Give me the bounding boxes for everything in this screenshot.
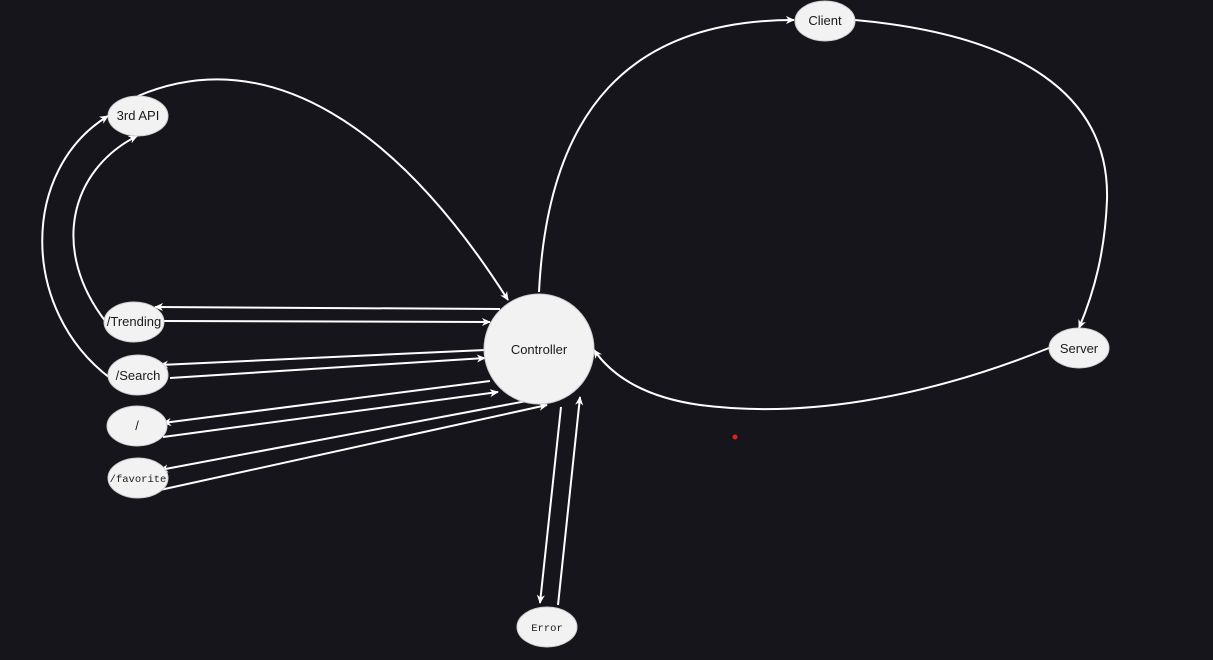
edge-search-to-controller bbox=[169, 354, 486, 379]
node-controller[interactable]: Controller bbox=[483, 293, 595, 405]
red-dot-marker bbox=[732, 434, 738, 440]
node-error[interactable]: Error bbox=[516, 606, 578, 648]
node-favorite-label: /favorite bbox=[110, 474, 167, 486]
node-server-label: Server bbox=[1060, 341, 1099, 356]
edge-search-to-3rd-api bbox=[41, 115, 111, 379]
edge-controller-to-root bbox=[162, 380, 491, 426]
edge-client-to-server bbox=[854, 19, 1109, 329]
node-favorite[interactable]: /favorite bbox=[107, 457, 169, 499]
edge-3rd-api-to-controller bbox=[137, 78, 509, 301]
edge-controller-to-client bbox=[538, 15, 795, 293]
node-error-label: Error bbox=[531, 623, 563, 635]
node-root-label: / bbox=[135, 418, 139, 433]
node-server[interactable]: Server bbox=[1048, 327, 1110, 369]
edge-controller-to-trending bbox=[154, 302, 501, 312]
edge-error-to-controller bbox=[557, 396, 584, 606]
edge-controller-to-error bbox=[536, 406, 562, 604]
node-search[interactable]: /Search bbox=[107, 354, 169, 396]
node-client[interactable]: Client bbox=[794, 0, 856, 42]
node-3rd-api-label: 3rd API bbox=[117, 108, 160, 123]
node-search-label: /Search bbox=[116, 368, 161, 383]
node-root[interactable]: / bbox=[106, 405, 168, 447]
edge-controller-to-favorite bbox=[159, 399, 533, 473]
node-trending-label: /Trending bbox=[107, 314, 161, 329]
edge-trending-to-3rd-api bbox=[72, 135, 138, 323]
edge-trending-to-controller bbox=[162, 317, 491, 327]
edge-controller-to-search bbox=[159, 349, 486, 369]
node-client-label: Client bbox=[808, 13, 842, 28]
edge-favorite-to-controller bbox=[159, 402, 548, 491]
edges bbox=[41, 15, 1109, 606]
edge-root-to-controller bbox=[162, 389, 499, 438]
edge-server-to-controller bbox=[593, 347, 1050, 411]
node-3rd-api[interactable]: 3rd API bbox=[107, 95, 169, 137]
node-trending[interactable]: /Trending bbox=[103, 301, 165, 343]
node-controller-label: Controller bbox=[511, 342, 568, 357]
